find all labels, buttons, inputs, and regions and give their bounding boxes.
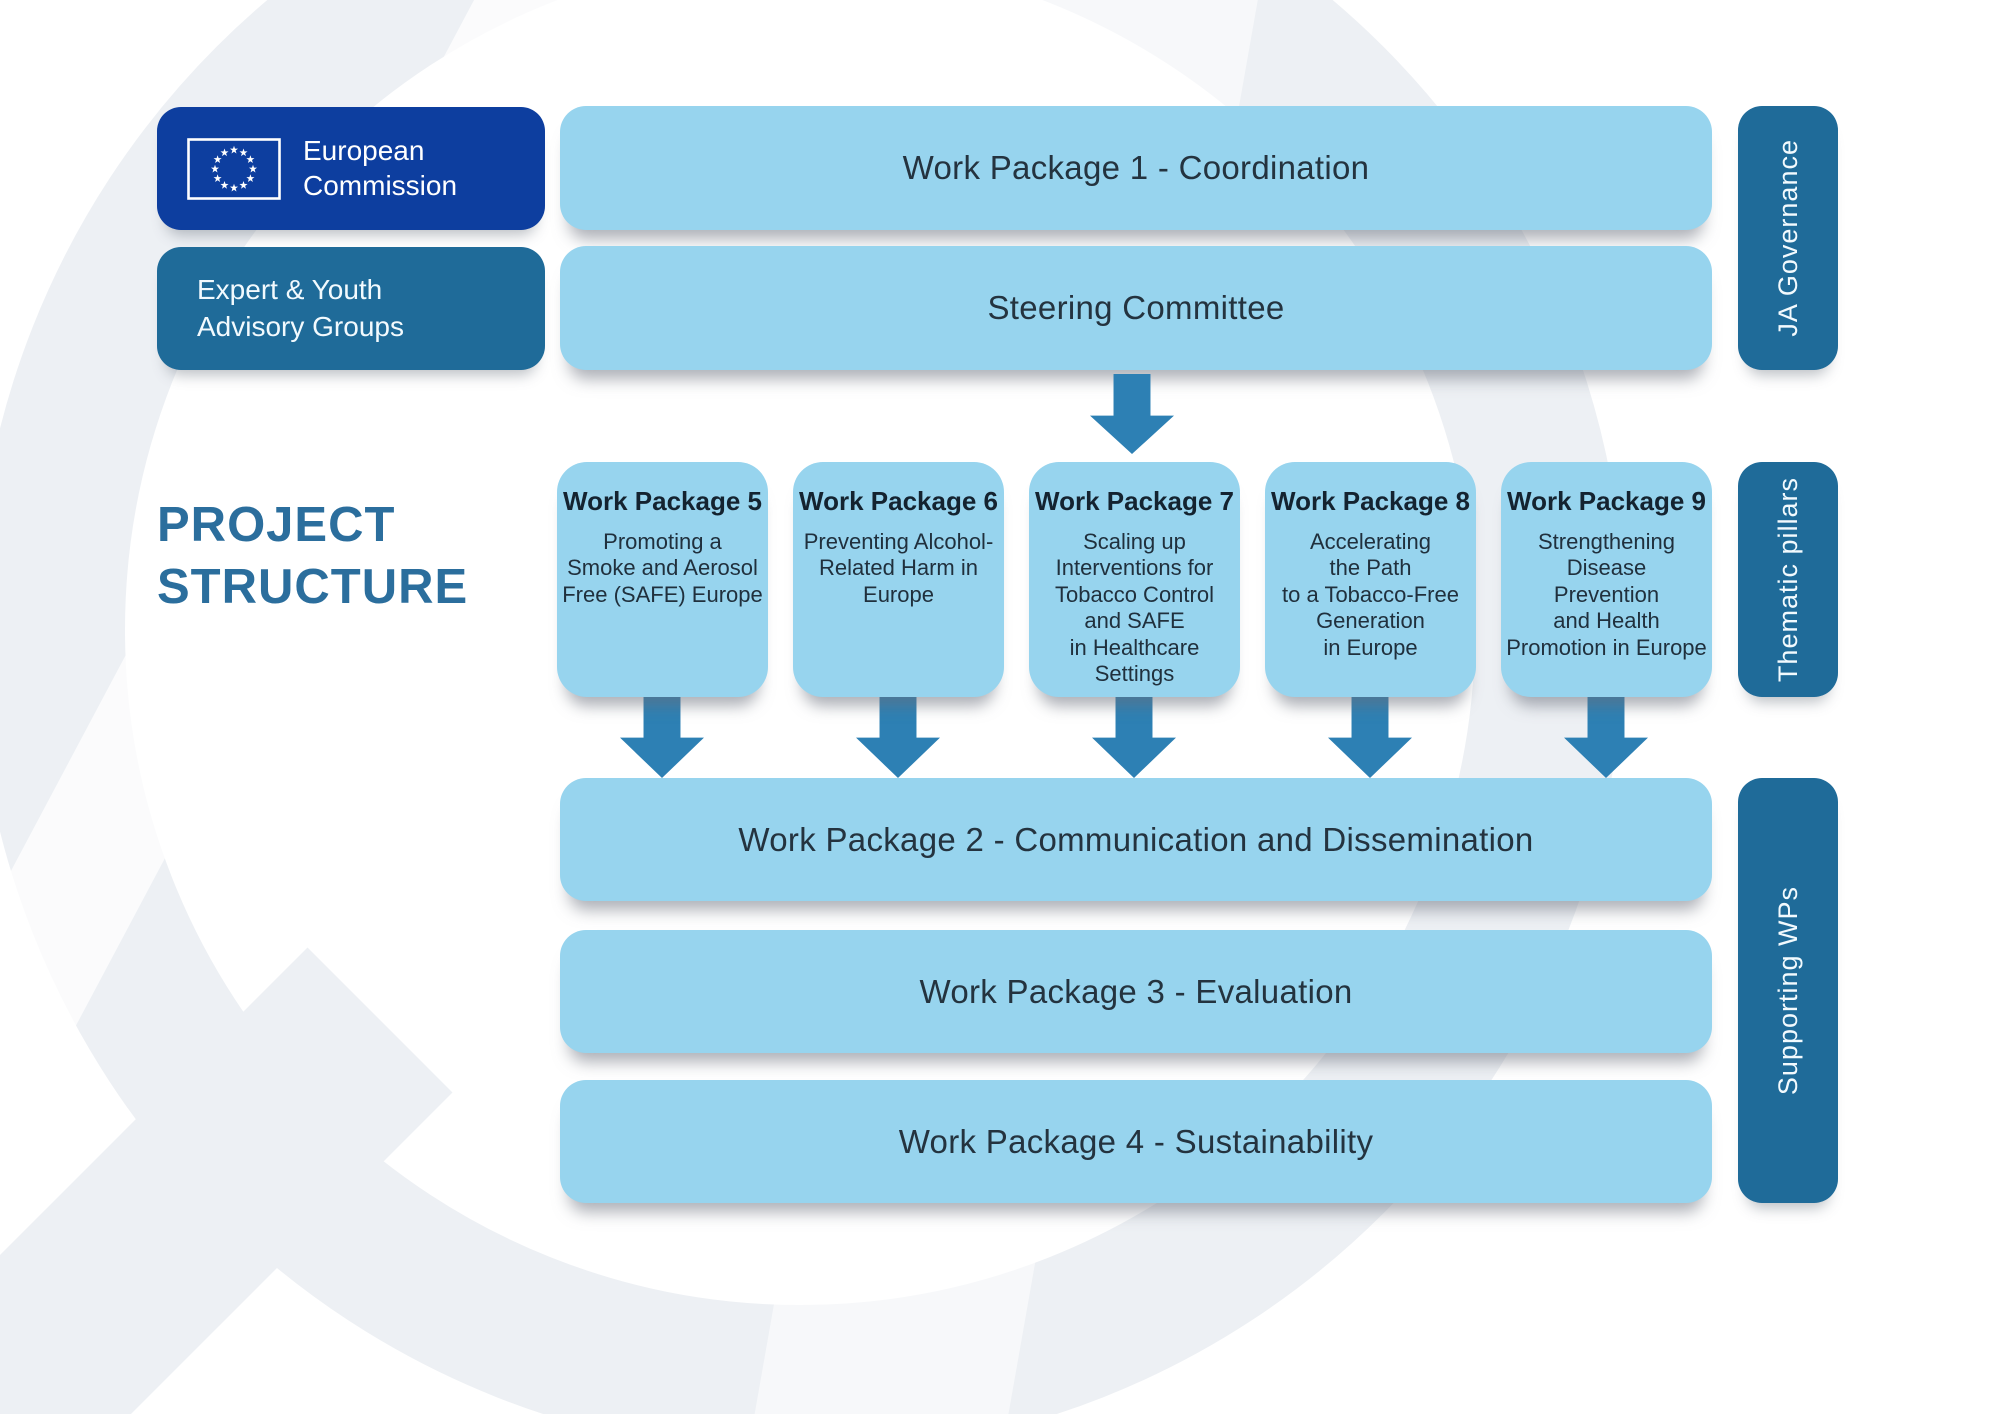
work-package-4-label: Work Package 4 - Sustainability — [898, 1122, 1374, 1160]
advisory-groups-box: Expert & Youth Advisory Groups — [157, 247, 545, 370]
work-package-6-title: Work Package 6 — [799, 486, 998, 516]
work-package-9-title: Work Package 9 — [1507, 486, 1706, 516]
work-package-1-box: Work Package 1 - Coordination — [560, 106, 1712, 230]
advisory-groups-label: Expert & Youth Advisory Groups — [197, 274, 404, 342]
work-package-1-label: Work Package 1 - Coordination — [902, 149, 1370, 186]
work-package-8-description: Accelerating the Path to a Tobacco-Free … — [1282, 529, 1459, 660]
work-package-3-box: Work Package 3 - Evaluation — [560, 930, 1712, 1053]
supporting-wps-label: Supporting WPs — [1772, 885, 1803, 1096]
steering-committee-box: Steering Committee — [560, 246, 1712, 370]
work-package-2-box: Work Package 2 - Communication and Disse… — [560, 778, 1712, 901]
work-package-2-label: Work Package 2 - Communication and Disse… — [738, 820, 1534, 858]
work-package-9-box: Work Package 9 Strengthening Disease Pre… — [1501, 462, 1712, 697]
supporting-wps-side-box: Supporting WPs — [1738, 778, 1838, 1203]
work-package-9-description: Strengthening Disease Prevention and Hea… — [1506, 529, 1707, 660]
eu-flag-icon — [187, 137, 281, 200]
work-package-5-box: Work Package 5 Promoting a Smoke and Aer… — [557, 462, 768, 697]
work-package-5-title: Work Package 5 — [563, 486, 762, 516]
page-title: PROJECT STRUCTURE — [157, 498, 469, 615]
steering-committee-label: Steering Committee — [987, 289, 1285, 326]
european-commission-label: European Commission — [303, 135, 458, 201]
work-package-8-title: Work Package 8 — [1271, 486, 1470, 516]
european-commission-box: European Commission — [157, 107, 545, 230]
work-package-7-box: Work Package 7 Scaling up Interventions … — [1029, 462, 1240, 697]
work-package-4-box: Work Package 4 - Sustainability — [560, 1080, 1712, 1203]
ja-governance-label: JA Governance — [1772, 139, 1803, 337]
work-package-7-description: Scaling up Interventions for Tobacco Con… — [1055, 529, 1214, 686]
work-package-6-description: Preventing Alcohol- Related Harm in Euro… — [803, 529, 994, 607]
work-package-5-description: Promoting a Smoke and Aerosol Free (SAFE… — [562, 529, 763, 607]
work-package-3-label: Work Package 3 - Evaluation — [919, 972, 1353, 1010]
ja-governance-side-box: JA Governance — [1738, 106, 1838, 370]
work-package-8-box: Work Package 8 Accelerating the Path to … — [1265, 462, 1476, 697]
work-package-6-box: Work Package 6 Preventing Alcohol- Relat… — [793, 462, 1004, 697]
thematic-pillars-label: Thematic pillars — [1772, 476, 1803, 683]
thematic-pillars-side-box: Thematic pillars — [1738, 462, 1838, 697]
magnifier-handle — [0, 947, 453, 1414]
work-package-7-title: Work Package 7 — [1035, 486, 1234, 516]
